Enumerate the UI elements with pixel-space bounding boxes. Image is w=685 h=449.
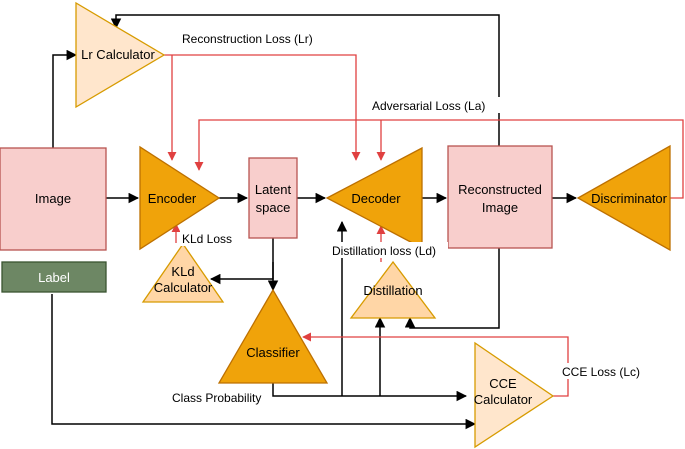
edge-image-to-lr-calculator	[52, 49, 78, 148]
adversarial-loss-label: Adversarial Loss (La)	[372, 99, 485, 113]
reconstruction-loss-bg	[178, 30, 338, 46]
encoder-node: Encoder	[139, 145, 221, 251]
distillation-loss-label: Distillation loss (Ld)	[332, 244, 436, 258]
reconstructed-image-node: Reconstructed Image	[447, 145, 553, 249]
label-node: Label	[1, 261, 107, 293]
cce-loss-label: CCE Loss (Lc)	[562, 365, 640, 379]
adversarial-loss-bg	[370, 97, 506, 113]
encoder-label: Encoder	[148, 191, 197, 206]
latent-label-line2: space	[256, 200, 291, 215]
label-text: Label	[38, 270, 70, 285]
cce-calculator-node: CCE Calculator	[474, 341, 555, 449]
classifier-node: Classifier	[217, 288, 329, 384]
cce-loss-bg	[560, 363, 654, 379]
image-node: Image	[0, 147, 107, 251]
decoder-label: Decoder	[351, 191, 401, 206]
distillation-label: Distillation	[363, 283, 422, 298]
discriminator-label: Discriminator	[591, 191, 668, 206]
distillation-loss-bg	[330, 242, 448, 258]
cce-label-line1: CCE	[489, 376, 517, 391]
reconstructed-label-line1: Reconstructed	[458, 182, 542, 197]
kld-loss-label: KLd Loss	[182, 232, 232, 246]
kld-label-line1: KLd	[171, 264, 194, 279]
edge-reconstruction-loss-to-decoder	[155, 54, 361, 161]
discriminator-node: Discriminator	[576, 144, 671, 252]
distillation-node: Distillation	[349, 260, 437, 319]
edge-classifier-to-cce	[272, 383, 468, 402]
kld-label-line2: Calculator	[154, 280, 213, 295]
latent-space-node: Latent space	[248, 157, 298, 239]
edge-reconstructed-to-lr-calculator	[110, 14, 500, 146]
kld-calculator-node: KLd Calculator	[141, 242, 225, 303]
classifier-label: Classifier	[246, 345, 300, 360]
edge-reconstructed-to-distillation	[404, 248, 500, 329]
class-probability-bg	[170, 390, 270, 405]
reconstruction-loss-label: Reconstruction Loss (Lr)	[182, 32, 313, 46]
class-probability-label: Class Probability	[172, 391, 261, 405]
cce-label-line2: Calculator	[474, 392, 533, 407]
reconstructed-label-line2: Image	[482, 200, 518, 215]
edge-adversarial-loss	[194, 119, 684, 199]
latent-label-line1: Latent	[255, 182, 292, 197]
decoder-node: Decoder	[325, 146, 423, 250]
lr-calculator-node: Lr Calculator	[75, 1, 166, 109]
edge-label-to-cce	[51, 294, 477, 430]
image-label: Image	[35, 191, 71, 206]
kld-loss-bg	[180, 231, 240, 246]
lr-calculator-label: Lr Calculator	[81, 47, 155, 62]
